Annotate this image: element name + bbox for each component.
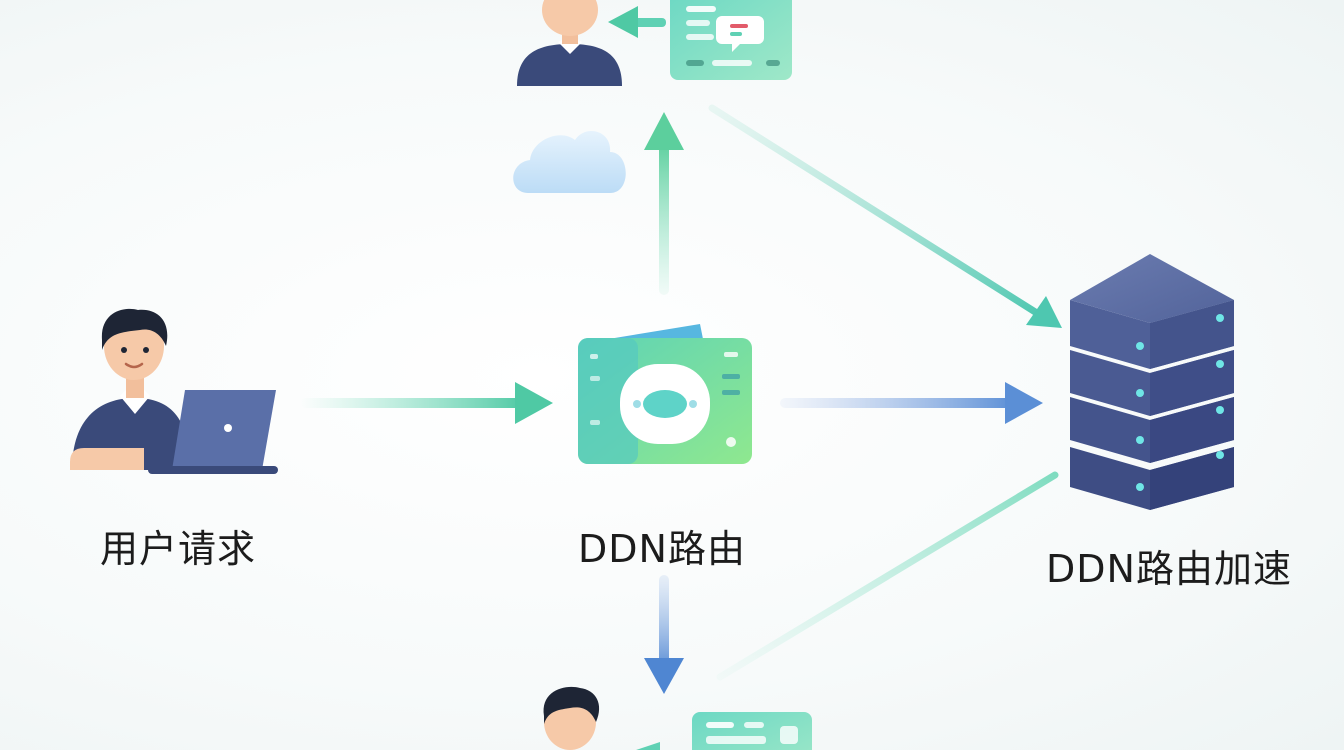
arrow-bottom-panel-to-person bbox=[636, 742, 660, 750]
arrow-router-down bbox=[644, 575, 684, 694]
arrow-top-panel-to-server bbox=[708, 104, 1062, 328]
label-ddn-router: DDN路由 bbox=[578, 527, 746, 571]
arrow-router-up bbox=[644, 112, 684, 295]
arrow-user-to-router bbox=[300, 382, 553, 424]
arrow-panel-to-top-person bbox=[608, 6, 666, 38]
bottom-webpage-panel-icon bbox=[692, 712, 812, 750]
label-user-request: 用户请求 bbox=[100, 527, 257, 571]
top-webpage-panel-icon bbox=[670, 0, 792, 80]
ddn-router-icon bbox=[578, 324, 752, 464]
cloud-icon bbox=[513, 130, 626, 193]
label-ddn-acceleration: DDN路由加速 bbox=[1046, 547, 1292, 591]
server-stack-icon bbox=[1070, 254, 1234, 510]
bottom-person-icon bbox=[543, 686, 600, 750]
top-person-icon bbox=[517, 0, 622, 86]
arrow-router-to-server bbox=[780, 382, 1043, 424]
arrow-bottom-to-server bbox=[716, 471, 1059, 681]
user-with-laptop-icon bbox=[70, 308, 278, 474]
